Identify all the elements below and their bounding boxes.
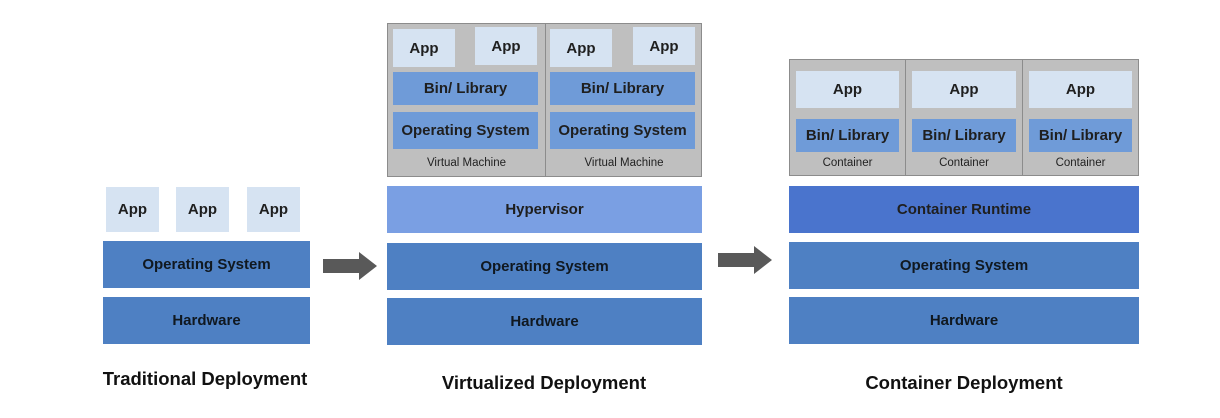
- vm1-bin-library: Bin/ Library: [393, 72, 538, 105]
- container-os-layer: Operating System: [789, 242, 1139, 289]
- container1-label: Container: [822, 157, 873, 169]
- vm1-label: Virtual Machine: [426, 157, 507, 169]
- vm2-app-1: App: [550, 29, 612, 67]
- vm1-operating-system: Operating System: [393, 112, 538, 149]
- traditional-hardware-layer: Hardware: [103, 297, 310, 344]
- container-runtime-layer: Container Runtime: [789, 186, 1139, 233]
- traditional-app-3: App: [247, 187, 300, 232]
- virtualized-os-layer: Operating System: [387, 243, 702, 290]
- traditional-caption: Traditional Deployment: [102, 368, 308, 389]
- container3-bin-library: Bin/ Library: [1029, 119, 1132, 152]
- traditional-app-1: App: [106, 187, 159, 232]
- vm2-label: Virtual Machine: [584, 157, 664, 169]
- virtualized-caption: Virtualized Deployment: [441, 372, 647, 393]
- hypervisor-layer: Hypervisor: [387, 186, 702, 233]
- vm2-bin-library: Bin/ Library: [550, 72, 695, 105]
- traditional-app-2: App: [176, 187, 229, 232]
- container1-bin-library: Bin/ Library: [796, 119, 899, 152]
- virtualized-hardware-layer: Hardware: [387, 298, 702, 345]
- container2-bin-library: Bin/ Library: [912, 119, 1016, 152]
- container3-app: App: [1029, 71, 1132, 108]
- traditional-os-layer: Operating System: [103, 241, 310, 288]
- container3-label: Container: [1055, 157, 1106, 169]
- container2-app: App: [912, 71, 1016, 108]
- arrow-right-icon: [323, 252, 377, 280]
- arrow-right-icon: [718, 246, 772, 274]
- vm2-app-2: App: [633, 27, 695, 65]
- vm1-app-2: App: [475, 27, 537, 65]
- container2-label: Container: [939, 157, 989, 169]
- container-hardware-layer: Hardware: [789, 297, 1139, 344]
- container1-app: App: [796, 71, 899, 108]
- vm2-operating-system: Operating System: [550, 112, 695, 149]
- vm1-app-1: App: [393, 29, 455, 67]
- container-caption: Container Deployment: [865, 372, 1063, 393]
